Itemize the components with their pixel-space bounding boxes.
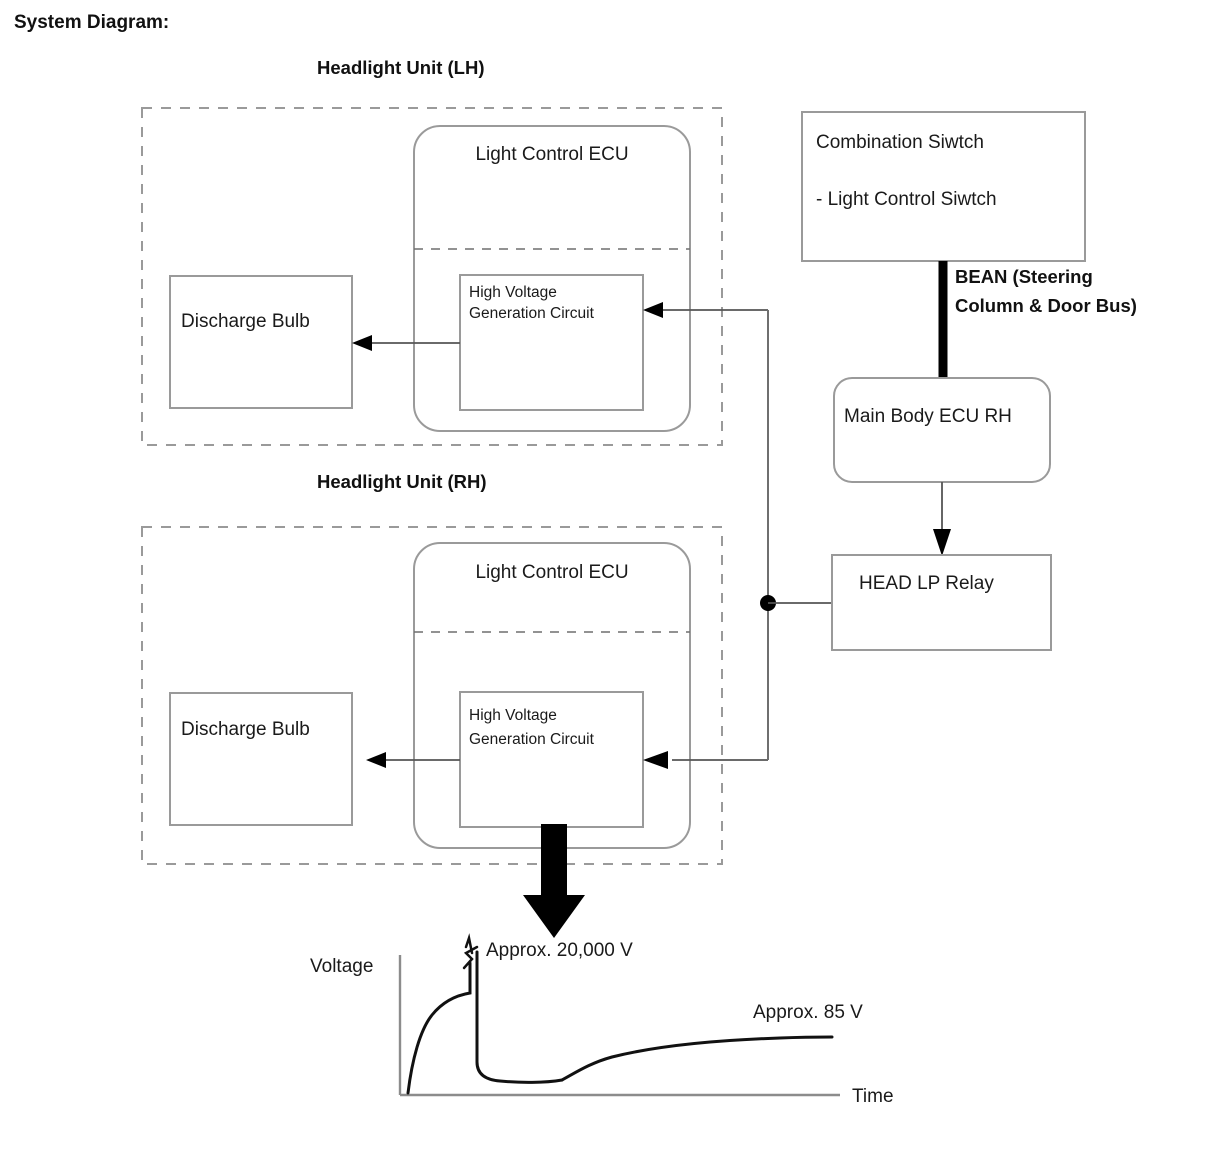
chart-curve-spike-down-and-trough — [475, 950, 564, 1084]
hvgc-lh-box — [459, 274, 644, 411]
main-body-ecu-box — [833, 377, 1051, 483]
arrowhead-into-hvgc-rh — [643, 751, 668, 769]
hvgc-lh-label-line2: Generation Circuit — [469, 305, 595, 322]
hvgc-rh-label-line1: High Voltage — [469, 707, 557, 724]
hvgc-rh-box — [459, 691, 644, 828]
main-body-ecu-label: Main Body ECU RH — [844, 406, 1012, 427]
high-voltage-output-arrow — [523, 824, 585, 938]
page-title: System Diagram: — [14, 12, 169, 33]
section-label-headlight-rh: Headlight Unit (RH) — [317, 471, 487, 492]
head-lp-relay-label: HEAD LP Relay — [859, 573, 994, 594]
chart-annotation-spike: Approx. 20,000 V — [486, 940, 633, 961]
chart-curve-steady-state — [560, 1035, 834, 1082]
light-control-ecu-rh-label: Light Control ECU — [475, 562, 628, 583]
chart-spike-tip — [464, 933, 474, 955]
discharge-bulb-rh-box — [169, 692, 353, 826]
arrowhead-to-discharge-bulb-rh — [366, 752, 386, 768]
hvgc-lh-label-line1: High Voltage — [469, 284, 557, 301]
hvgc-rh-label-line2: Generation Circuit — [469, 731, 595, 748]
combination-switch-box — [801, 111, 1086, 262]
chart-ylabel: Voltage — [310, 956, 373, 977]
headlight-unit-lh-boundary — [141, 107, 723, 446]
head-lp-relay-box — [831, 554, 1052, 651]
combination-switch-label: Combination Siwtch — [816, 132, 984, 153]
light-control-ecu-lh-label: Light Control ECU — [475, 144, 628, 165]
discharge-bulb-rh-label: Discharge Bulb — [181, 719, 310, 740]
arrowhead-to-discharge-bulb-lh — [352, 335, 372, 351]
bean-bus-label-line1: BEAN (Steering — [955, 266, 1093, 287]
discharge-bulb-lh-label: Discharge Bulb — [181, 311, 310, 332]
arrowhead-into-hvgc-lh — [643, 302, 663, 318]
light-control-switch-label: - Light Control Siwtch — [816, 189, 997, 210]
headlight-unit-rh-boundary — [141, 526, 723, 865]
discharge-bulb-lh-box — [169, 275, 353, 409]
voltage-waveform-chart: Voltage Time Approx. 20,000 V Approx. 85… — [310, 933, 894, 1107]
bean-bus-label-line2: Column & Door Bus) — [955, 295, 1137, 316]
chart-curve-rise — [406, 989, 472, 1095]
section-label-headlight-lh: Headlight Unit (LH) — [317, 57, 485, 78]
chart-xlabel: Time — [852, 1086, 894, 1107]
arrowhead-into-head-lp-relay — [933, 529, 951, 556]
chart-annotation-steady: Approx. 85 V — [753, 1002, 863, 1023]
